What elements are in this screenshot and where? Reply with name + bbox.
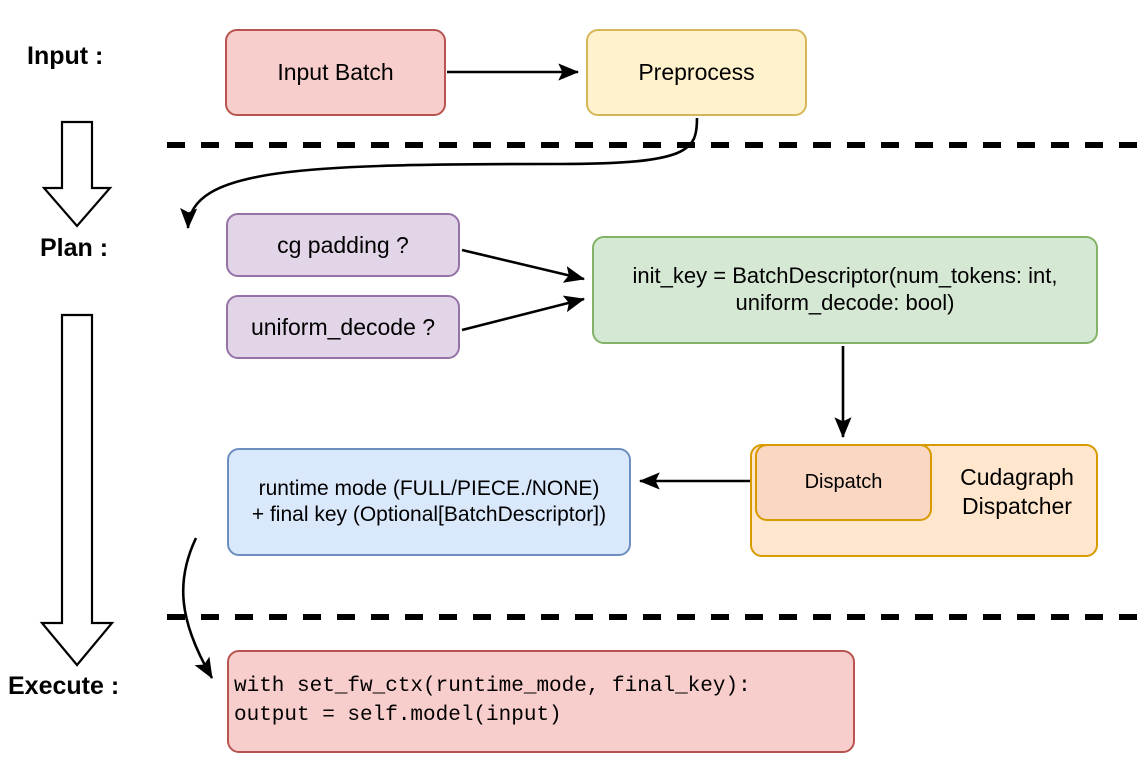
edge-cg-padding-to-init-key (461, 248, 586, 283)
stage-label-plan: Plan : (40, 234, 109, 262)
edge-uniform-decode-to-init-key (461, 295, 586, 332)
node-dispatch[interactable]: Dispatch (755, 444, 932, 521)
stage-label-execute: Execute : (8, 672, 120, 700)
edge-runtime-mode-to-code (181, 537, 214, 679)
node-init-key[interactable]: init_key = BatchDescriptor(num_tokens: i… (592, 236, 1098, 344)
node-preprocess[interactable]: Preprocess (586, 29, 807, 116)
node-cg-padding[interactable]: cg padding ? (226, 213, 460, 277)
stage-arrow-plan-to-execute (39, 313, 115, 667)
node-runtime-mode[interactable]: runtime mode (FULL/PIECE./NONE) + final … (227, 448, 631, 556)
edge-preprocess-to-cg-padding (180, 117, 699, 230)
node-input-batch[interactable]: Input Batch (225, 29, 446, 116)
stage-label-input: Input : (27, 42, 104, 70)
node-uniform-decode[interactable]: uniform_decode ? (226, 295, 460, 359)
node-cudagraph-dispatcher-label: Cudagraph Dispatcher (960, 464, 1074, 519)
stage-arrow-input-to-plan (41, 120, 113, 228)
node-code-block[interactable]: with set_fw_ctx(runtime_mode, final_key)… (227, 650, 855, 753)
